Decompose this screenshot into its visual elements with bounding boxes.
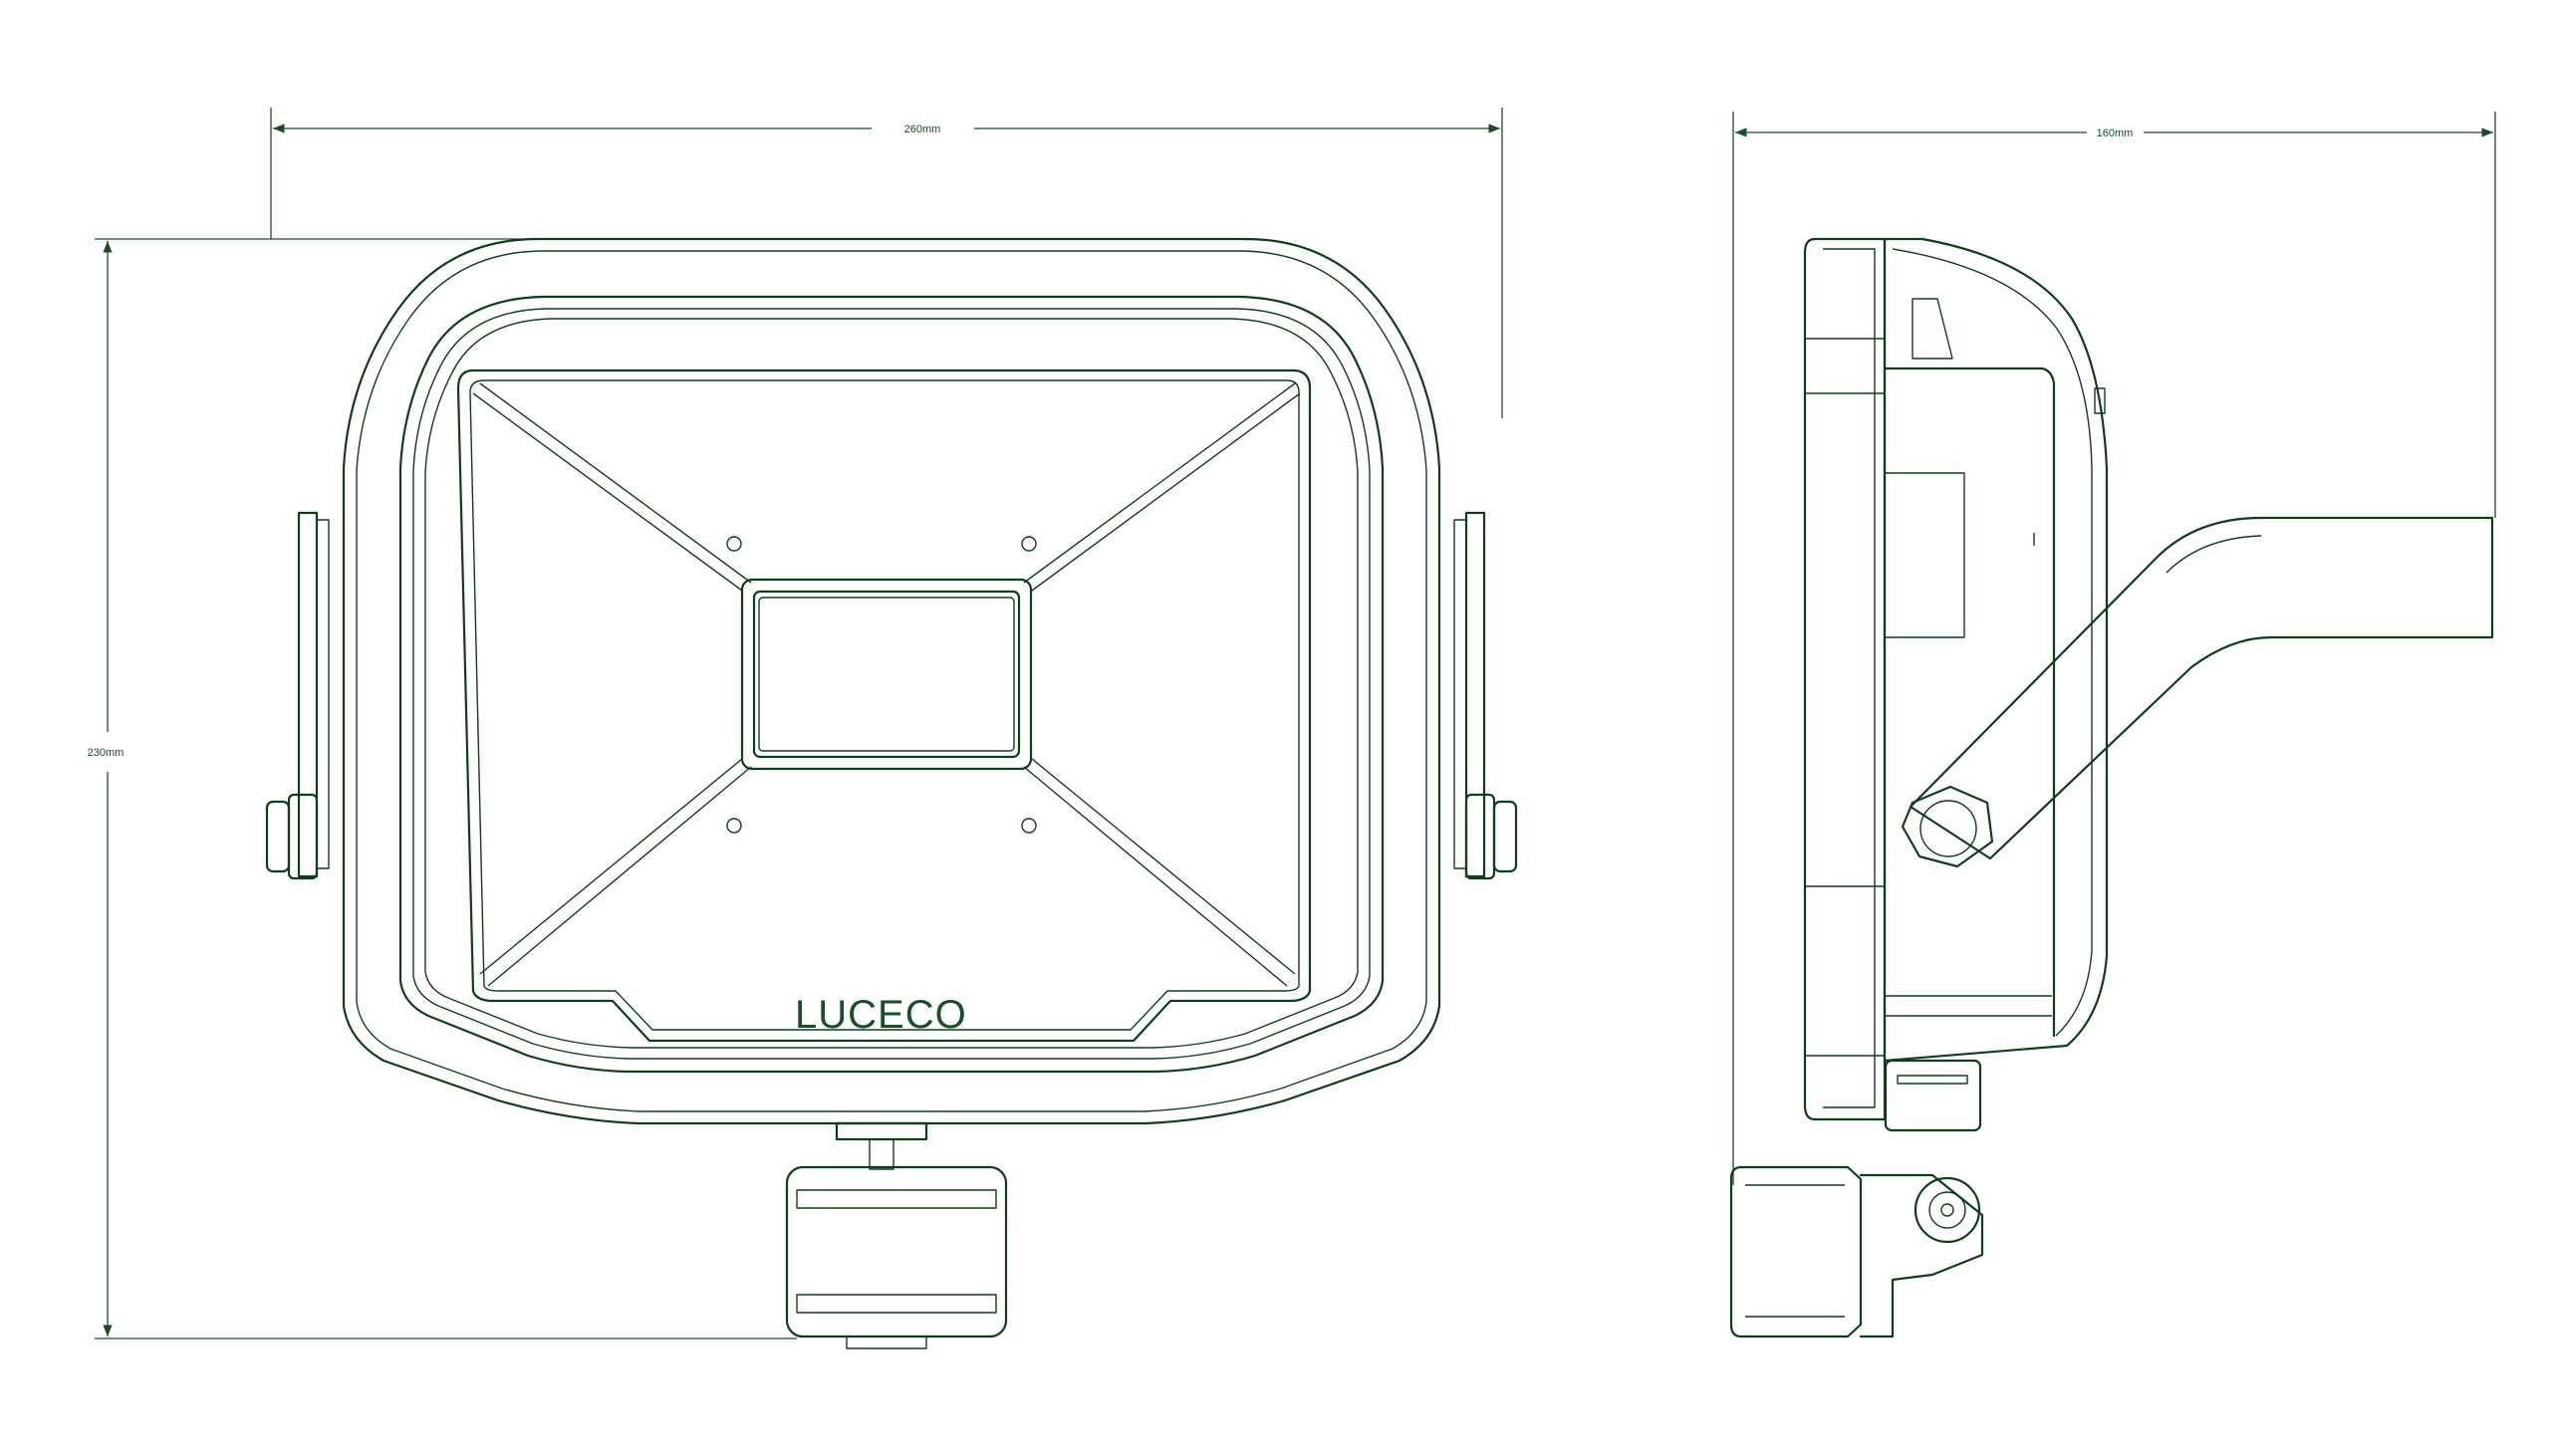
pivot-nut [1901, 785, 1994, 868]
bracket-left [297, 511, 319, 878]
screw-hole-bottom-left [726, 818, 742, 834]
side-view [1729, 237, 2494, 1338]
screw-hole-top-right [1021, 536, 1037, 552]
dimension-label-depth: 160mm [2097, 127, 2134, 139]
dimension-label-height: 230mm [88, 747, 125, 759]
dimension-width-front: 260mm [270, 108, 1503, 418]
screw-hole-top-left [726, 536, 742, 552]
screw-hole-bottom-right [1021, 818, 1037, 834]
bracket-right [1464, 511, 1486, 878]
mounting-arm [1909, 516, 2494, 860]
dimension-height-front: 230mm [88, 238, 797, 1339]
pir-sensor-side [1729, 1165, 1863, 1338]
brand-logo: LUCECO [795, 993, 967, 1037]
dimension-label-width: 260mm [904, 123, 941, 135]
dimension-depth-side: 160mm [1732, 112, 2496, 1185]
front-view: LUCECO [265, 237, 1518, 1349]
pir-sensor [785, 1165, 1008, 1338]
